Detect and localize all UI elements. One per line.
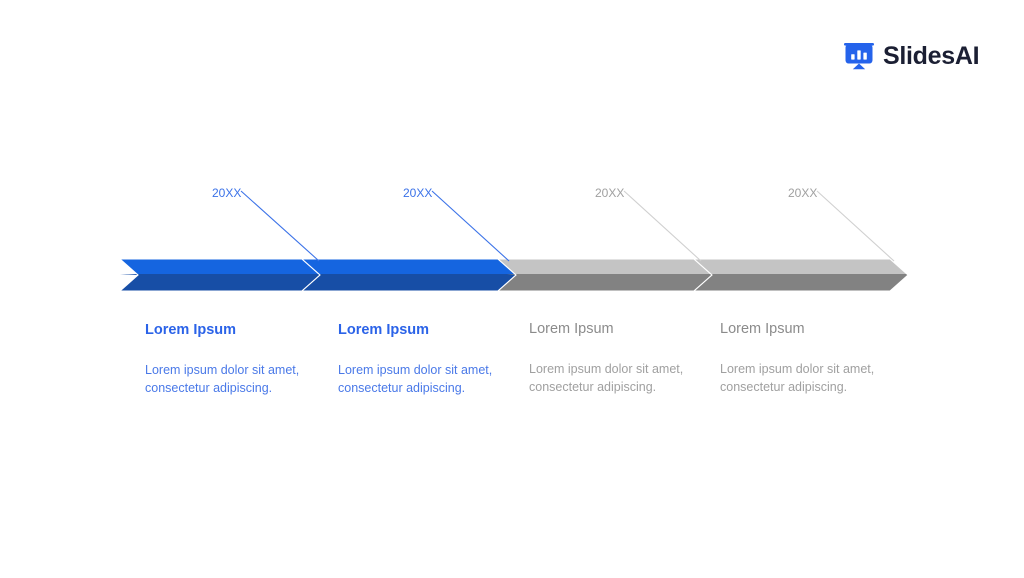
year-label-3: 20XX (595, 186, 625, 200)
step-body-2: Lorem ipsum dolor sit amet, consectetur … (338, 362, 493, 396)
connector-line-4 (816, 190, 895, 262)
presentation-bar-chart-icon (844, 43, 874, 70)
step-body-1: Lorem ipsum dolor sit amet, consectetur … (145, 362, 300, 396)
year-label-4: 20XX (788, 186, 818, 200)
step-body-4: Lorem ipsum dolor sit amet, consectetur … (720, 361, 875, 395)
year-label-2: 20XX (403, 186, 433, 200)
timeline-segment-1[interactable] (118, 258, 321, 292)
step-heading-4: Lorem Ipsum (720, 321, 805, 337)
year-label-1: 20XX (212, 186, 242, 200)
step-heading-2: Lorem Ipsum (338, 322, 430, 338)
timeline-segment-3[interactable] (496, 258, 713, 292)
step-body-3: Lorem ipsum dolor sit amet, consectetur … (529, 361, 684, 395)
connector-line-3 (623, 190, 702, 262)
slidesai-logo: SlidesAI (843, 40, 980, 72)
step-text-block-2: Lorem Ipsum Lorem ipsum dolor sit amet, … (338, 322, 513, 397)
step-heading-1: Lorem Ipsum (145, 322, 237, 338)
step-text-block-1: Lorem Ipsum Lorem ipsum dolor sit amet, … (145, 322, 320, 397)
step-heading-3: Lorem Ipsum (529, 321, 614, 337)
step-text-block-4: Lorem Ipsum Lorem ipsum dolor sit amet, … (720, 321, 895, 396)
timeline-segment-2[interactable] (300, 258, 517, 292)
timeline-segment-4[interactable] (692, 258, 909, 292)
connector-line-1 (240, 190, 320, 262)
logo-wordmark: SlidesAI (883, 41, 980, 70)
connector-line-2 (431, 190, 510, 262)
step-text-block-3: Lorem Ipsum Lorem ipsum dolor sit amet, … (529, 321, 704, 396)
